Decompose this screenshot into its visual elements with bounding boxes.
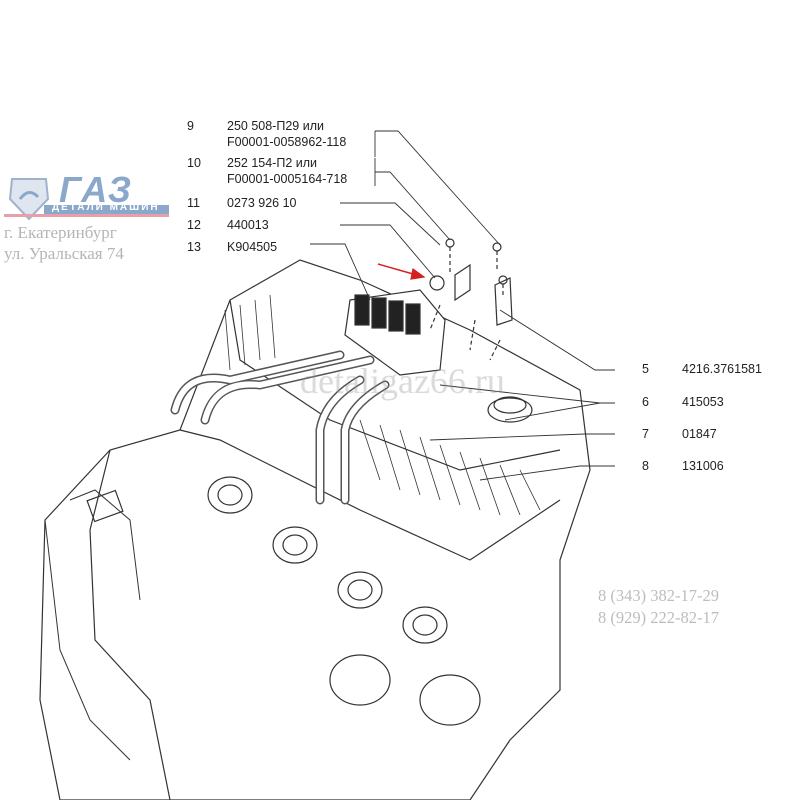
callout-part: 252 154-П2 или [227,156,318,170]
watermark-city: г. Екатеринбург [4,223,117,242]
callout-part: 250 508-П29 или [227,119,324,133]
callout-number: 5 [642,362,649,376]
watermark-site: detaligaz66.ru [300,361,505,401]
callout-part-alt: F00001-0058962-118 [227,135,347,149]
callout-number: 8 [642,459,649,473]
callout-part: 01847 [682,427,717,441]
watermark-phone-2: 8 (929) 222-82-17 [598,608,719,627]
callout-number: 13 [187,240,201,254]
gaz-shield-icon [4,178,169,220]
callout-number: 9 [187,119,194,133]
callout-part: K904505 [227,240,278,254]
logo-subtitle: ДЕТАЛИ МАШИН [52,202,160,213]
callout-number: 6 [642,395,649,409]
watermark-phone-1: 8 (343) 382-17-29 [598,586,719,605]
logo-gaz-text: ГАЗ [59,169,134,210]
callout-part: 0273 926 10 [227,196,297,210]
callout-part: 131006 [682,459,724,473]
callout-number: 10 [187,156,201,170]
callout-number: 7 [642,427,649,441]
callout-part-alt: F00001-0005164-718 [227,172,348,186]
callout-number: 11 [187,196,200,210]
callout-number: 12 [187,218,201,232]
callout-part: 4216.3761581 [682,362,762,376]
callout-part: 440013 [227,218,269,232]
callout-part: 415053 [682,395,724,409]
watermark-street: ул. Уральская 74 [4,244,124,263]
gaz-logo-watermark: ГАЗ ДЕТАЛИ МАШИН [4,169,169,220]
